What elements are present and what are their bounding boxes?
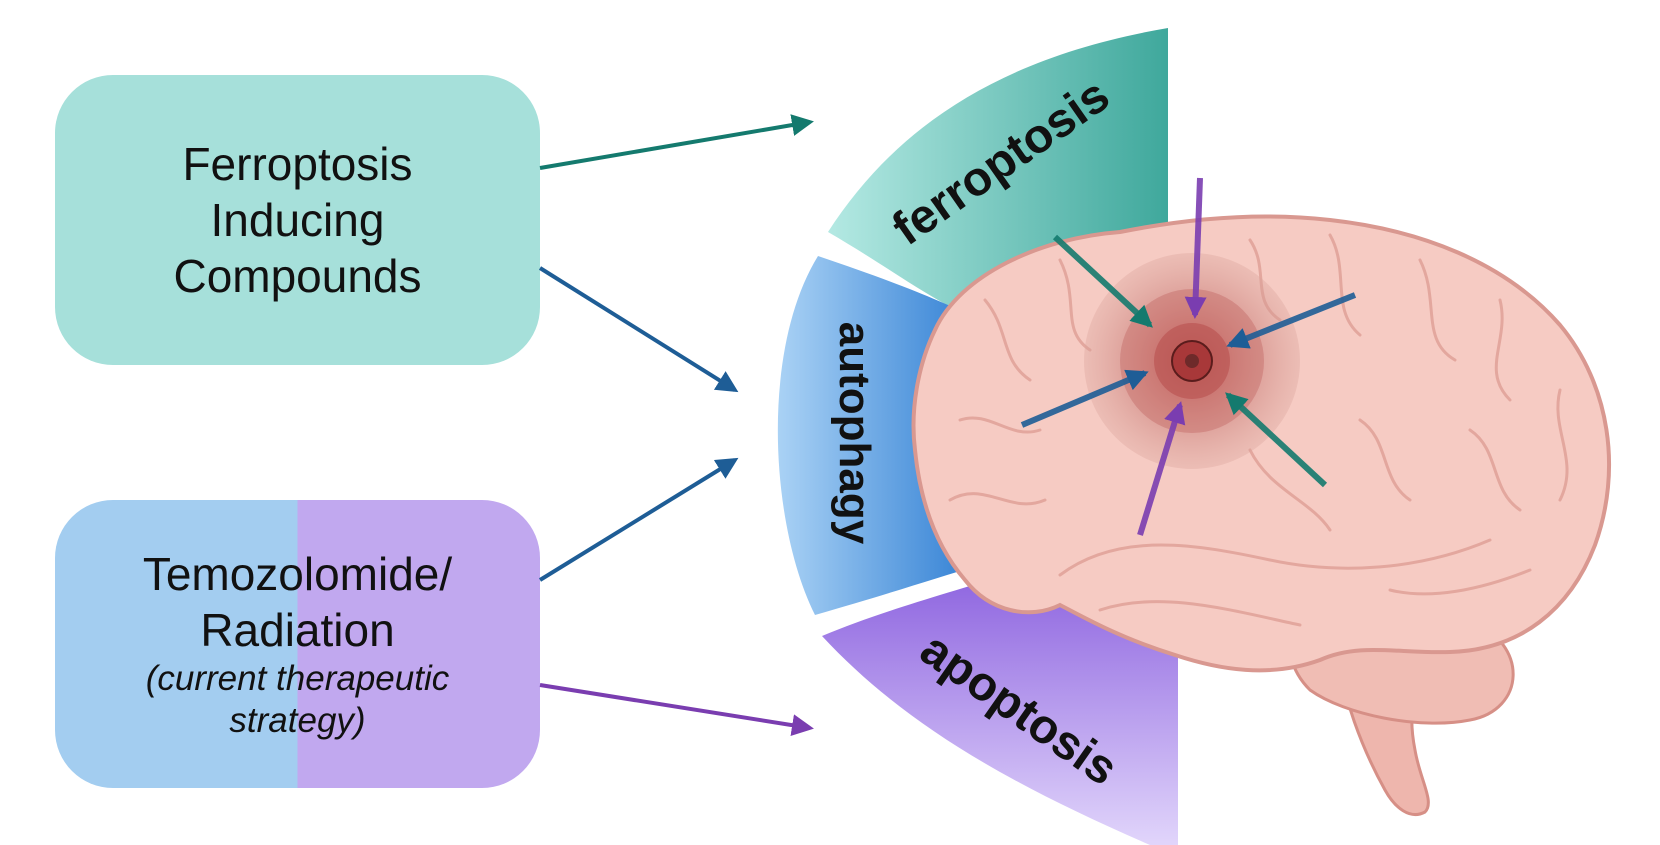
tumor-icon — [1084, 253, 1300, 469]
autophagy-label: autophagy — [830, 322, 879, 545]
arrow-ferro-to-autophagy — [540, 268, 735, 390]
arrow-ferro-to-ferroptosis — [540, 122, 810, 168]
tumor-center — [1185, 354, 1199, 368]
arrow-tmz-to-autophagy — [540, 460, 735, 580]
arrow-tmz-to-apoptosis — [540, 685, 810, 728]
